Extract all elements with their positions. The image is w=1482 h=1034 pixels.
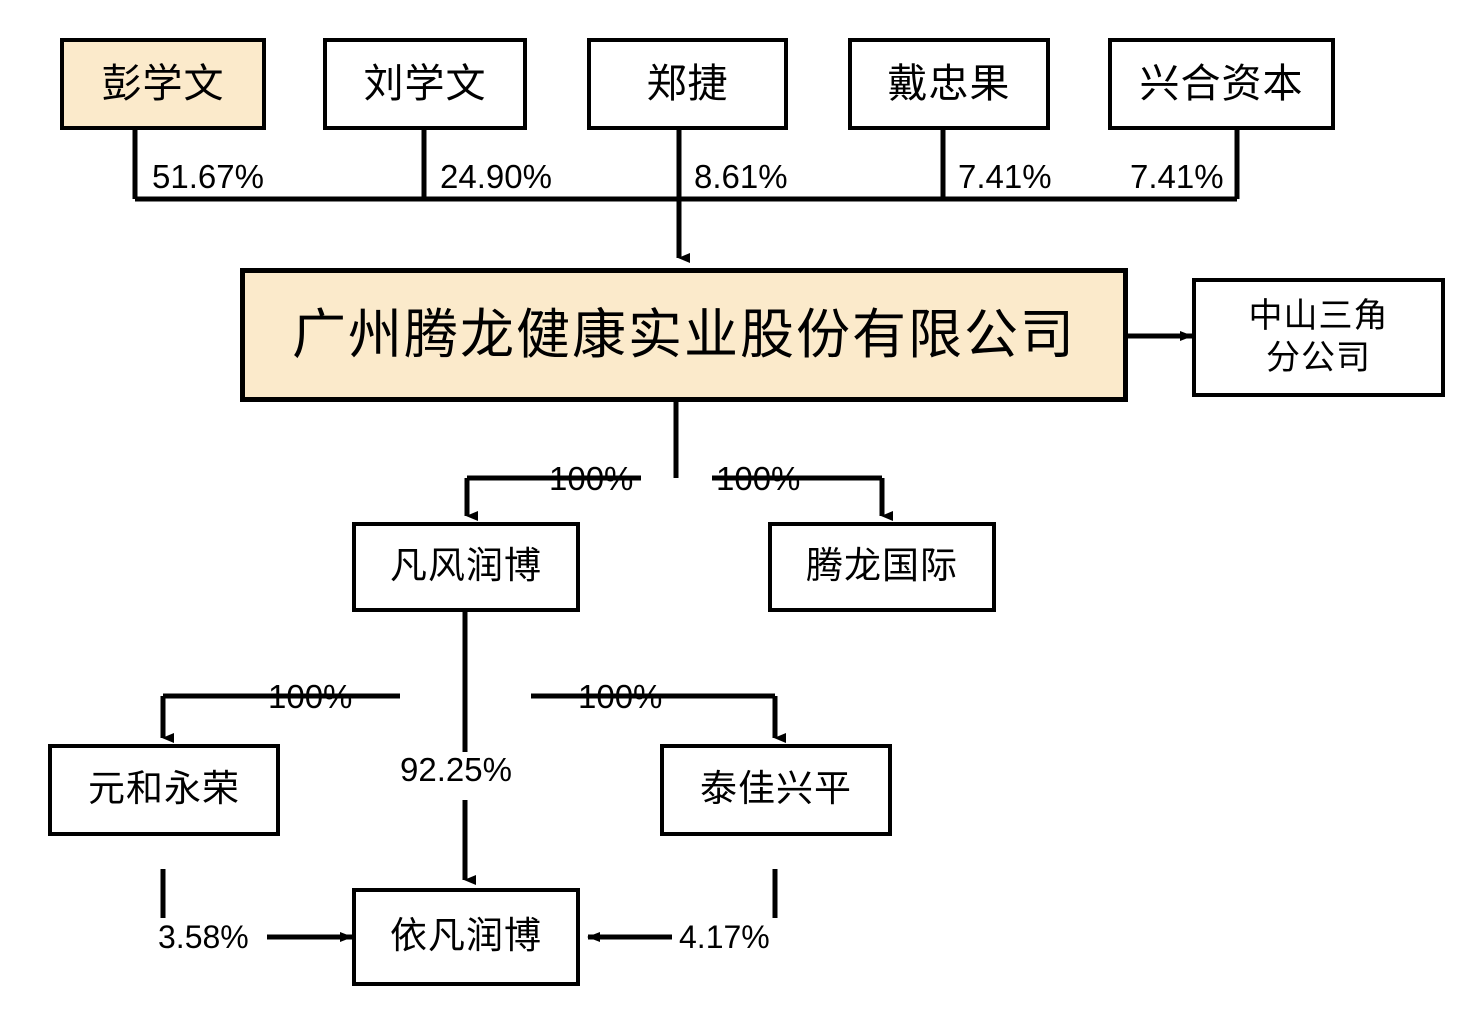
- node-yuanhe-yongrong[interactable]: 元和永荣: [48, 744, 280, 836]
- node-xinghe-capital[interactable]: 兴合资本: [1108, 38, 1335, 130]
- edge-label-peng-pct: 51.67%: [152, 158, 264, 195]
- node-label: 戴忠果: [887, 60, 1011, 106]
- node-liu-xuewen[interactable]: 刘学文: [323, 38, 527, 130]
- node-yifan-runbo[interactable]: 依凡润博: [352, 888, 580, 986]
- edge-label-fanfeng-yifan-pct: 92.25%: [400, 751, 512, 788]
- edge-label-main-tenglong-pct: 100%: [716, 460, 801, 497]
- node-label: 广州腾龙健康实业股份有限公司: [292, 304, 1076, 365]
- edge-label-fanfeng-taijia-pct: 100%: [578, 678, 663, 715]
- edge-label-xinghe-pct: 7.41%: [1130, 158, 1224, 195]
- node-label-line2: 分公司: [1266, 339, 1371, 377]
- node-fanfeng-runbo[interactable]: 凡风润博: [352, 522, 580, 612]
- node-taijia-xingping[interactable]: 泰佳兴平: [660, 744, 892, 836]
- node-label: 郑捷: [646, 60, 729, 106]
- node-peng-xuewen[interactable]: 彭学文: [60, 38, 266, 130]
- edge-label-zheng-pct: 8.61%: [694, 158, 788, 195]
- node-zheng-jie[interactable]: 郑捷: [587, 38, 788, 130]
- node-label: 依凡润博: [390, 916, 542, 958]
- node-label: 腾龙国际: [806, 546, 958, 588]
- edge-label-liu-pct: 24.90%: [440, 158, 552, 195]
- node-label: 凡风润博: [390, 546, 542, 588]
- edge-label-yuanhe-yifan-pct: 3.58%: [158, 919, 249, 955]
- node-label: 彭学文: [101, 60, 225, 106]
- edge-label-dai-pct: 7.41%: [958, 158, 1052, 195]
- node-zhongshan-branch[interactable]: 中山三角 分公司: [1192, 278, 1445, 397]
- node-label: 兴合资本: [1139, 60, 1304, 106]
- node-label: 元和永荣: [88, 769, 240, 811]
- node-main-company[interactable]: 广州腾龙健康实业股份有限公司: [240, 268, 1128, 402]
- node-label: 刘学文: [363, 60, 487, 106]
- node-tenglong-international[interactable]: 腾龙国际: [768, 522, 996, 612]
- edge-label-main-fanfeng-pct: 100%: [549, 460, 634, 497]
- node-dai-zhongguo[interactable]: 戴忠果: [848, 38, 1050, 130]
- edge-label-taijia-yifan-pct: 4.17%: [679, 919, 770, 955]
- edge-label-fanfeng-yuanhe-pct: 100%: [268, 678, 353, 715]
- node-label-line1: 中山三角: [1248, 298, 1389, 336]
- node-label: 泰佳兴平: [700, 769, 852, 811]
